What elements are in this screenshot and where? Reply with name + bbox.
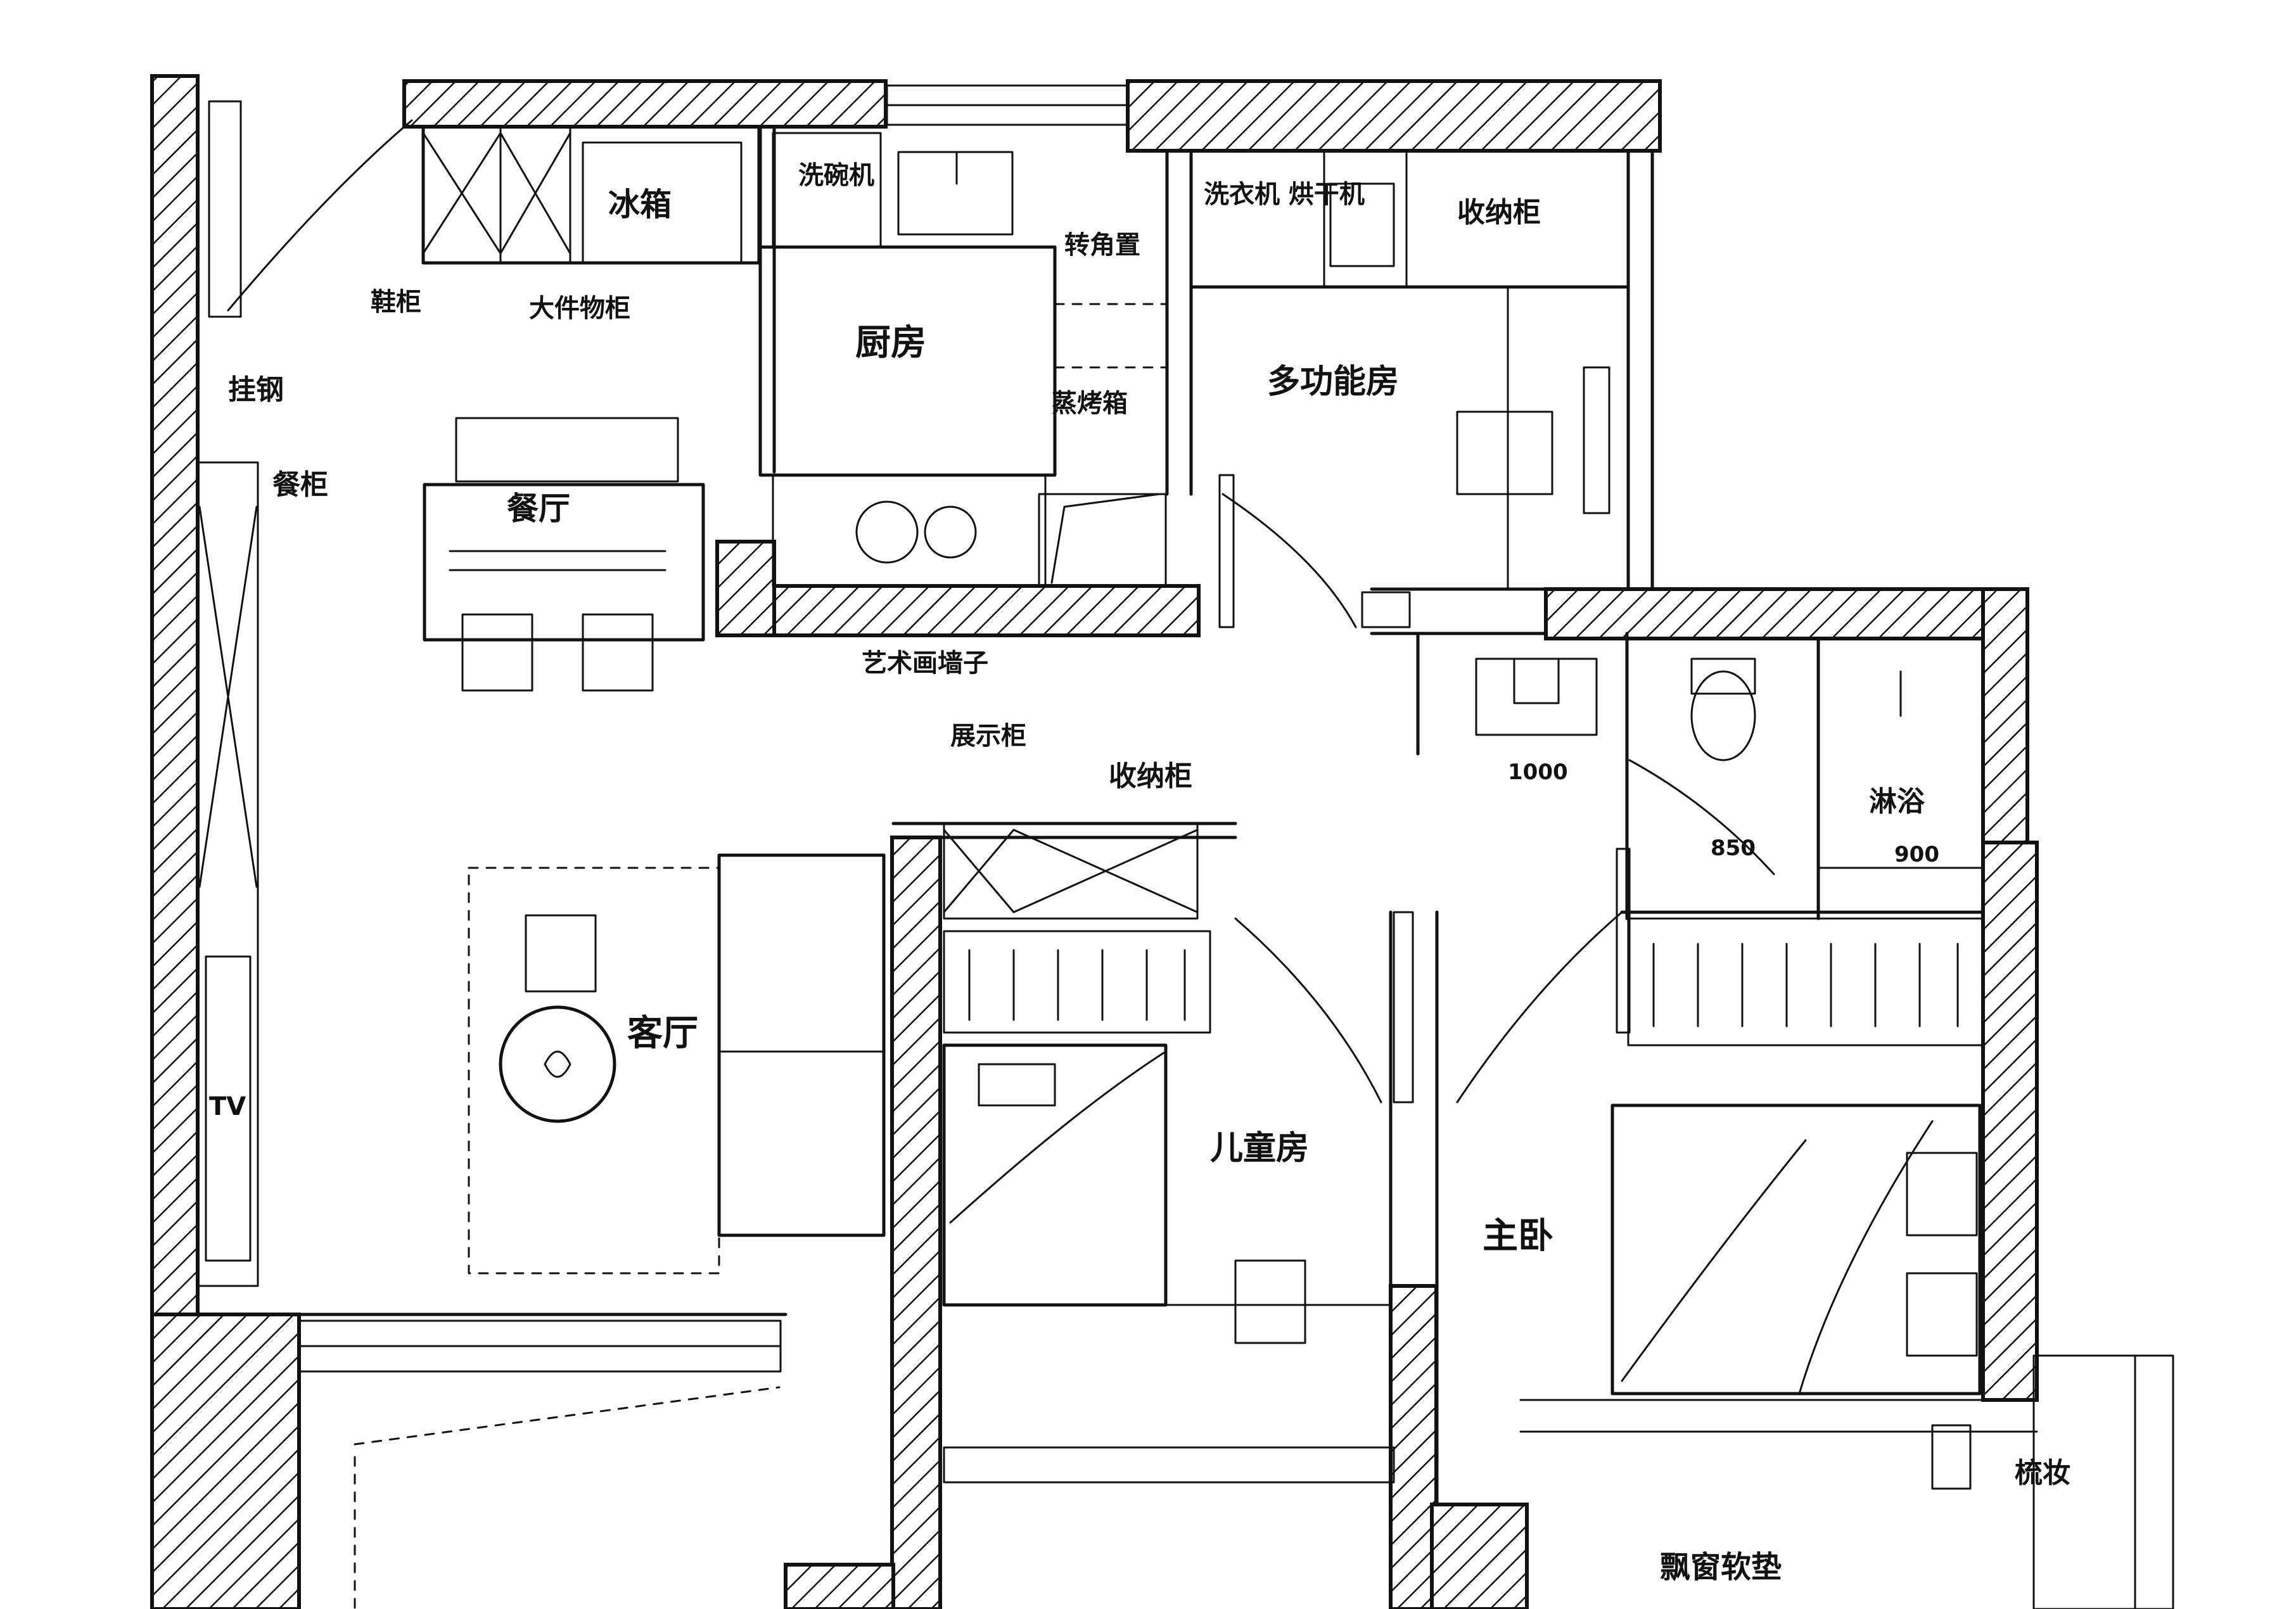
dim-shower-width: 900 xyxy=(1894,842,1939,867)
windows xyxy=(208,84,2174,1609)
label-display-cabinet: 展示柜 xyxy=(950,722,1026,751)
wall-top-right xyxy=(1126,79,1662,153)
master-bedroom: 主卧 梳妆 飘窗软垫 xyxy=(1483,917,2070,1585)
doors xyxy=(227,119,1775,1103)
multi-function-room: 洗衣机 烘干机 收纳柜 多功能房 xyxy=(1189,149,1630,590)
walls xyxy=(150,74,2039,1609)
wall-bottom-mid-left xyxy=(784,1563,895,1609)
wall-left-outer xyxy=(150,74,200,1332)
entry-cabinets: 冰箱 鞋柜 大件物柜 挂钢 xyxy=(228,125,761,406)
label-storage-cabinet-top: 收纳柜 xyxy=(1457,196,1541,229)
living-room: 客厅 TV xyxy=(205,853,886,1609)
label-sideboard: 餐柜 xyxy=(272,469,328,501)
dim-vanity-width: 1000 xyxy=(1508,760,1568,785)
label-dishwasher: 洗碗机 xyxy=(798,161,874,190)
label-fridge: 冰箱 xyxy=(608,186,672,223)
wall-kitchen-left-stub xyxy=(715,540,776,637)
label-soft-cushion: 飘窗软垫 xyxy=(1660,1549,1782,1585)
label-shower: 淋浴 xyxy=(1869,785,1925,818)
kitchen: 厨房 洗碗机 转角置 蒸烤箱 xyxy=(758,132,1168,587)
room-label-dining: 餐厅 xyxy=(507,490,570,527)
label-piano: 挂钢 xyxy=(228,374,284,406)
label-art-wall: 艺术画墙子 xyxy=(862,649,988,678)
room-label-living: 客厅 xyxy=(627,1013,698,1054)
label-oven: 蒸烤箱 xyxy=(1052,389,1128,418)
dim-door-width: 850 xyxy=(1711,836,1756,861)
room-label-multi-function: 多功能房 xyxy=(1267,363,1399,401)
label-washer-dryer: 洗衣机 烘干机 xyxy=(1204,180,1365,209)
dining: 餐厅 餐柜 艺术画墙子 xyxy=(196,417,988,1287)
label-tall-cabinet: 大件物柜 xyxy=(529,294,630,323)
wall-bath-right xyxy=(1981,587,2029,857)
wall-kids-left xyxy=(890,836,942,1609)
bathroom: 淋浴 1000 850 900 xyxy=(1475,658,1984,869)
wall-kids-right xyxy=(1389,1284,1438,1609)
room-label-kitchen: 厨房 xyxy=(855,322,926,364)
room-label-master: 主卧 xyxy=(1483,1216,1553,1257)
partitions xyxy=(196,125,2038,1506)
kids-room: 展示柜 收纳柜 儿童房 xyxy=(942,722,1309,1344)
wall-bath-top xyxy=(1544,587,2029,640)
label-dressing-table: 梳妆 xyxy=(2015,1457,2070,1489)
label-storage-cabinet-mid: 收纳柜 xyxy=(1109,760,1192,792)
wall-living-bottom-left xyxy=(150,1313,301,1609)
label-tv: TV xyxy=(209,1092,246,1121)
wall-kitchen-bottom xyxy=(715,584,1201,637)
label-shoe-cabinet: 鞋柜 xyxy=(371,288,421,317)
wall-top-left xyxy=(402,79,888,129)
wall-bottom-master xyxy=(1430,1503,1529,1609)
label-corner-shelf: 转角置 xyxy=(1064,231,1140,260)
wall-master-right xyxy=(1981,841,2039,1402)
room-label-kids: 儿童房 xyxy=(1210,1129,1309,1167)
